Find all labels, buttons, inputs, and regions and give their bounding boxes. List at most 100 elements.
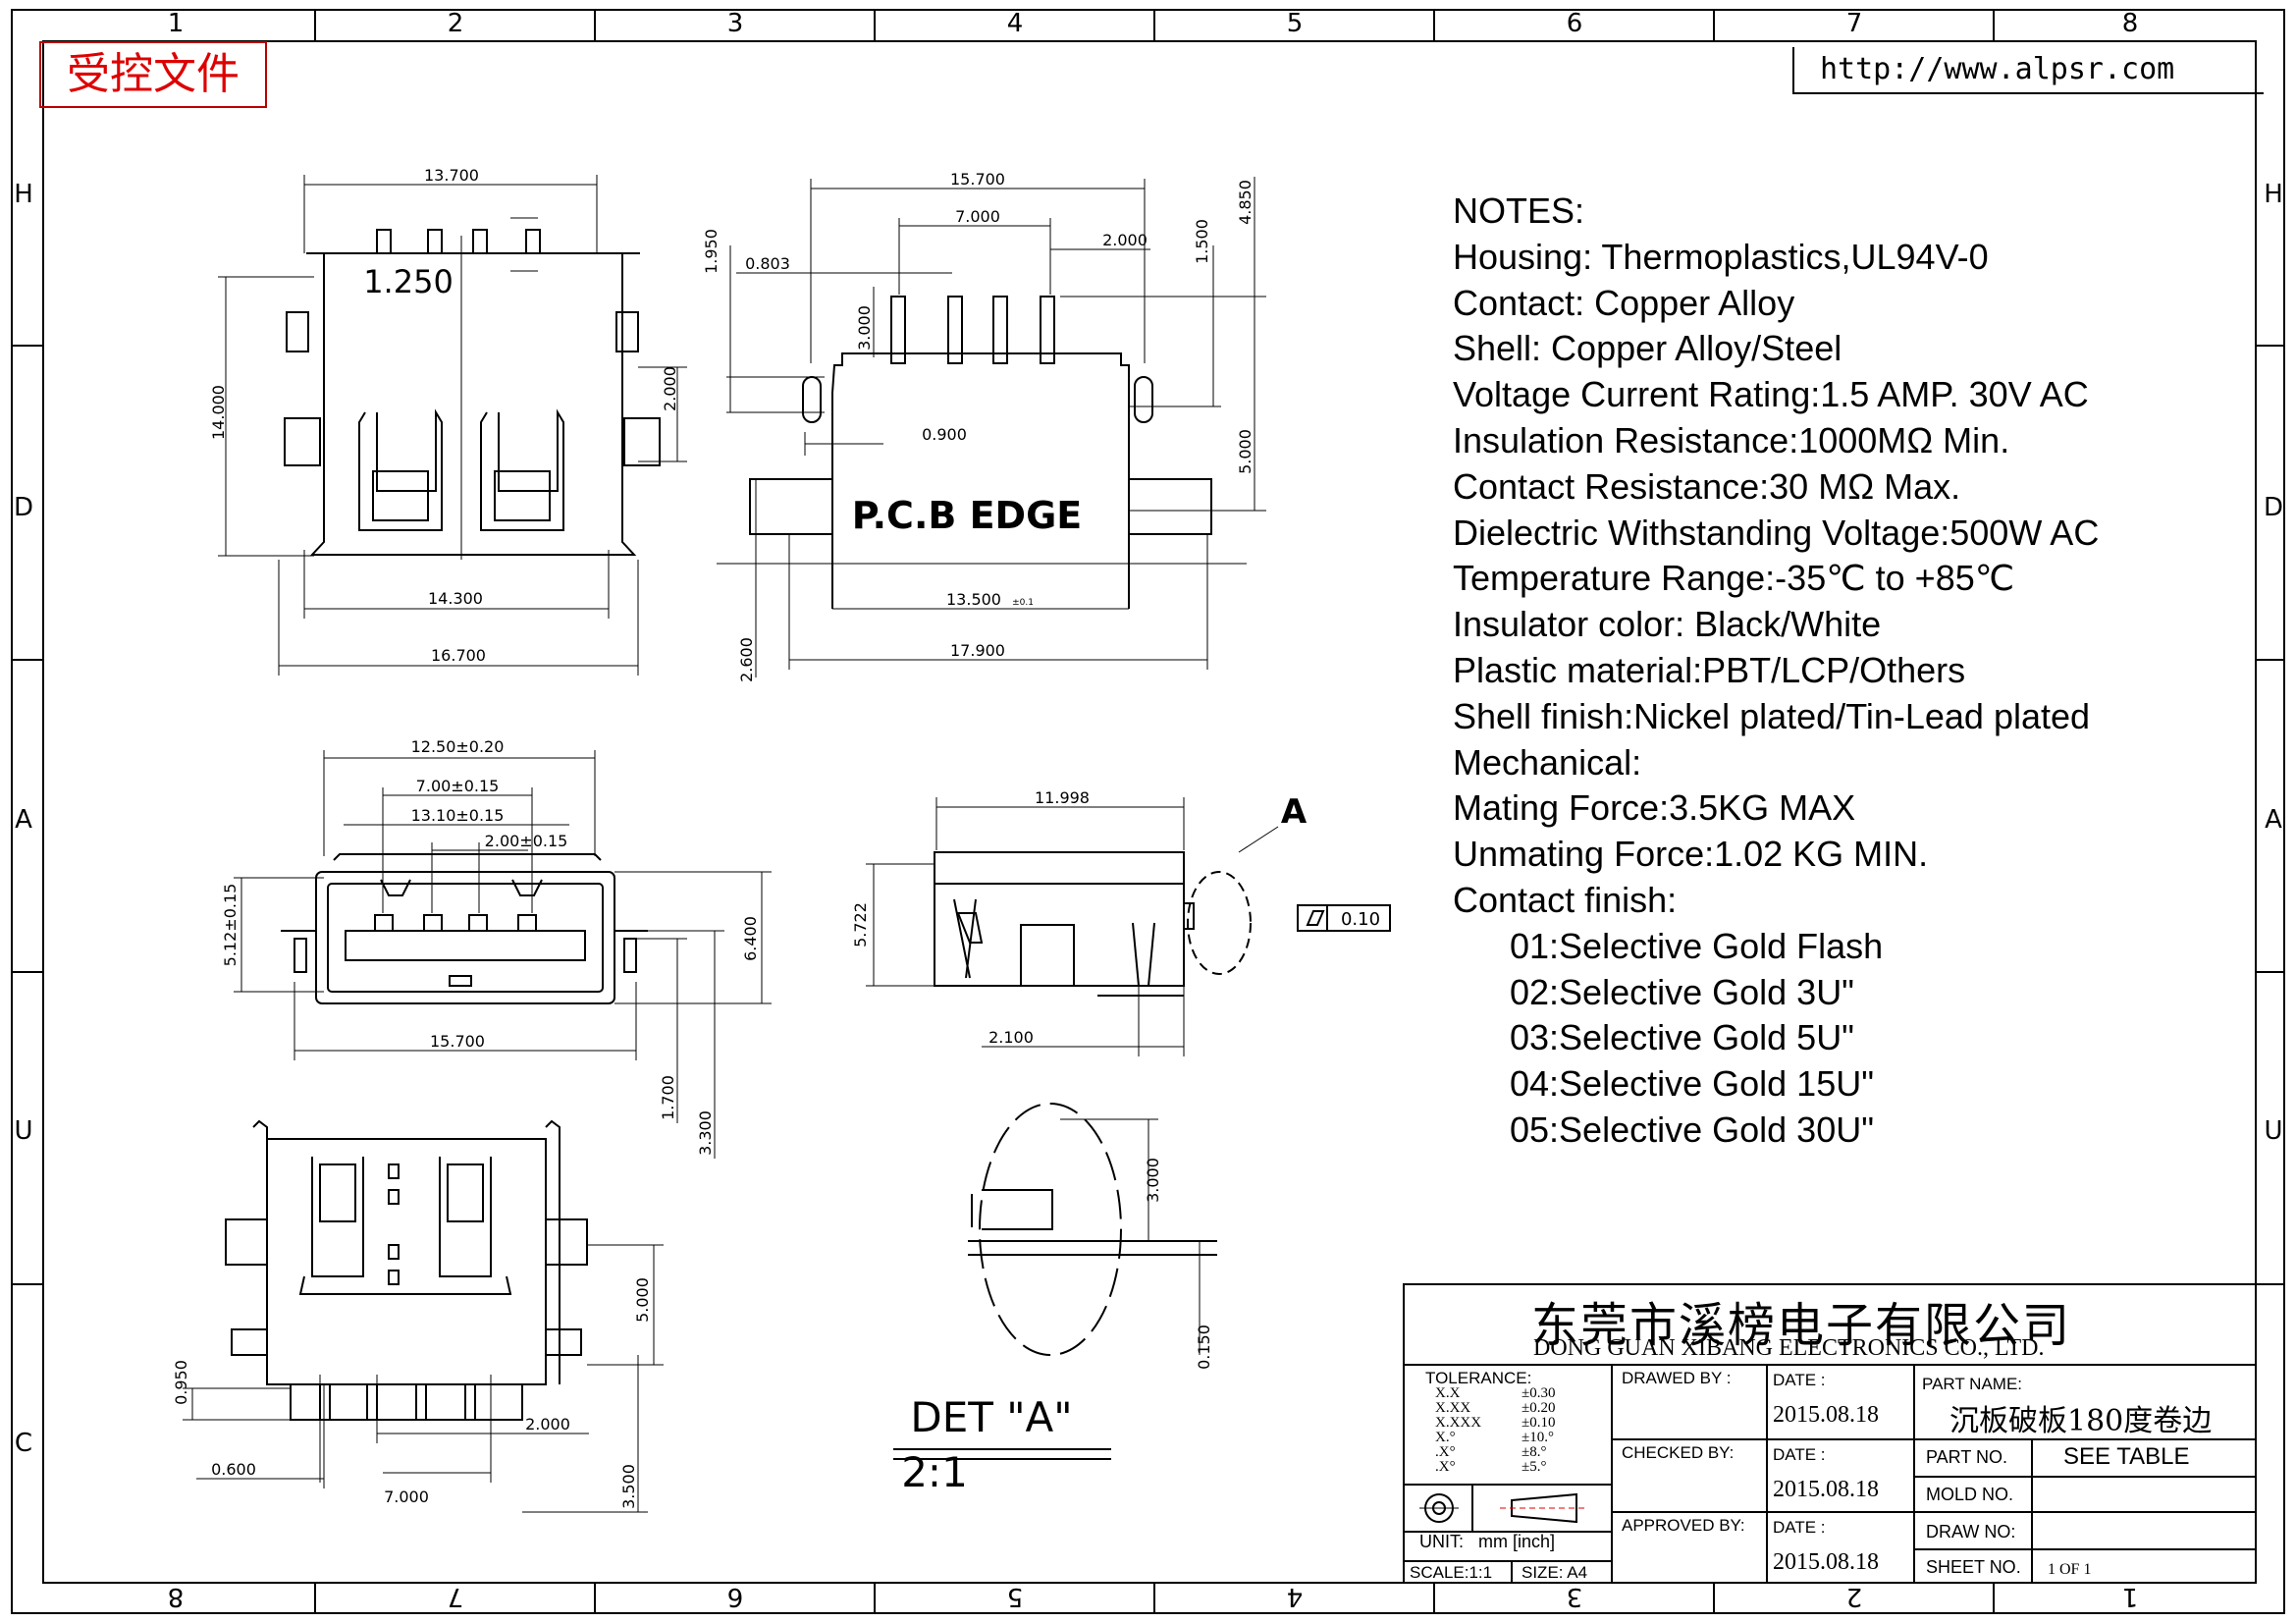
date-drawn: 2015.08.18: [1773, 1402, 1879, 1428]
dim-512-015: 5.12±0.15: [221, 884, 240, 967]
dim-2600: 2.600: [737, 637, 756, 682]
note-insulator-color: Insulator color: Black/White: [1453, 604, 1882, 645]
dim-2000-pcb: 2.000: [1102, 231, 1148, 249]
note-mating-force: Mating Force:3.5KG MAX: [1453, 787, 1856, 829]
unit-label: UNIT:: [1419, 1532, 1464, 1551]
tol-fmt-4: X.°: [1435, 1430, 1456, 1445]
side-view: [866, 797, 1391, 1056]
note-housing: Housing: Thermoplastics,UL94V-0: [1453, 236, 1989, 277]
tol-fmt-1: X.X: [1435, 1385, 1461, 1401]
zone-bottom-8: 8: [168, 1582, 185, 1611]
tol-val-1: ±0.30: [1522, 1385, 1556, 1401]
zone-left-U: U: [14, 1116, 32, 1146]
company-name-en: DONG GUAN XIBANG ELECTRONICS CO., LTD.: [1533, 1335, 2045, 1361]
dim-15700-front: 15.700: [430, 1032, 485, 1051]
inner-frame: [42, 40, 2257, 1584]
finish-option-01: 01:Selective Gold Flash: [1510, 925, 1884, 966]
dim-5722: 5.722: [851, 902, 870, 947]
approved-by-label: APPROVED BY:: [1622, 1516, 1745, 1535]
dim-14000: 14.000: [209, 385, 228, 440]
zone-bottom-7: 7: [448, 1582, 464, 1611]
dim-7000-bottom: 7.000: [384, 1488, 429, 1506]
zone-top-4: 4: [1007, 9, 1024, 38]
flatness-tolerance: 0.10: [1341, 909, 1380, 930]
zone-bottom-3: 3: [1567, 1582, 1583, 1611]
top-view-dims: 13.700 1.250 14.000 2.000 14.300 16.700: [209, 166, 679, 665]
zone-top-7: 7: [1846, 9, 1863, 38]
outer-frame: [11, 9, 2285, 1614]
tol-val-4: ±10.°: [1522, 1430, 1554, 1445]
scale-label: SCALE:1:1: [1410, 1563, 1493, 1582]
note-shell: Shell: Copper Alloy/Steel: [1453, 328, 1842, 369]
note-voltage-current: Voltage Current Rating:1.5 AMP. 30V AC: [1453, 374, 2089, 415]
dim-2000-bottom: 2.000: [525, 1415, 570, 1434]
size-label: SIZE: A4: [1522, 1563, 1588, 1582]
pcb-view-dims: 15.700 7.000 2.000 1.950 0.803 3.000 1.5…: [702, 170, 1255, 682]
zone-top-6: 6: [1567, 9, 1583, 38]
dim-0600: 0.600: [211, 1460, 256, 1479]
zone-bottom-4: 4: [1287, 1582, 1304, 1611]
part-no-label: PART NO.: [1926, 1447, 2008, 1467]
company-name-cn: 东莞市溪榜电子有限公司: [1531, 1298, 2072, 1353]
zone-right-A: A: [2265, 805, 2282, 835]
zone-top-1: 1: [168, 9, 185, 38]
side-view-dims: 11.998 5.722 2.100 A 0.10: [851, 788, 1380, 1047]
note-contact-finish: Contact finish:: [1453, 879, 1678, 920]
detail-title: DET "A": [910, 1393, 1072, 1441]
tol-fmt-3: X.XXX: [1435, 1415, 1482, 1431]
note-contact-resistance: Contact Resistance:30 MΩ Max.: [1453, 465, 1961, 507]
bottom-view-dims: 5.000 0.950 0.600 2.000 7.000 3.500: [172, 1277, 652, 1509]
company-url[interactable]: http://www.alpsr.com: [1792, 47, 2264, 94]
front-view-dims: 12.50±0.20 7.00±0.15 13.10±0.15 2.00±0.1…: [221, 737, 760, 1156]
checked-by-label: CHECKED BY:: [1622, 1443, 1735, 1462]
date-label-drawn: DATE :: [1773, 1371, 1826, 1389]
dim-1700: 1.700: [659, 1075, 677, 1120]
draw-no-label: DRAW NO:: [1926, 1522, 2016, 1542]
finish-option-02: 02:Selective Gold 3U": [1510, 971, 1854, 1012]
dim-0150: 0.150: [1195, 1325, 1213, 1370]
pcb-view: [717, 177, 1266, 677]
dim-4850: 4.850: [1236, 180, 1255, 225]
dim-3000-detail: 3.000: [1144, 1158, 1162, 1203]
dim-200-015: 2.00±0.15: [485, 832, 568, 850]
notes-block: NOTES: Housing: Thermoplastics,UL94V-0 C…: [1453, 189, 2258, 1154]
finish-option-03: 03:Selective Gold 5U": [1510, 1017, 1854, 1058]
controlled-document-stamp: 受控文件: [39, 41, 267, 108]
zone-right-U: U: [2264, 1116, 2282, 1146]
dim-3300: 3.300: [696, 1110, 715, 1156]
dim-700-015: 7.00±0.15: [416, 777, 500, 795]
date-checked: 2015.08.18: [1773, 1477, 1879, 1502]
date-label-approved: DATE :: [1773, 1518, 1826, 1537]
zone-bottom-5: 5: [1007, 1582, 1024, 1611]
detail-scale: 2:1: [901, 1448, 968, 1496]
note-insulation-resistance: Insulation Resistance:1000MΩ Min.: [1453, 419, 2010, 460]
date-label-checked: DATE :: [1773, 1445, 1826, 1464]
dim-14300: 14.300: [428, 589, 483, 608]
finish-option-05: 05:Selective Gold 30U": [1510, 1109, 1874, 1150]
dim-2000-top: 2.000: [661, 366, 679, 411]
zone-left-C: C: [15, 1429, 32, 1458]
dim-1250: 1.250: [363, 263, 454, 300]
note-shell-finish: Shell finish:Nickel plated/Tin-Lead plat…: [1453, 695, 2091, 736]
zone-left-H: H: [14, 180, 33, 209]
dim-17900: 17.900: [950, 641, 1005, 660]
part-name-value: 沉板破板180度卷边: [1949, 1404, 2213, 1438]
dim-13700: 13.700: [424, 166, 479, 185]
tol-val-2: ±0.20: [1522, 1400, 1556, 1416]
bottom-view: [183, 1119, 664, 1513]
dim-2100: 2.100: [988, 1028, 1034, 1047]
sheet-no-value: 1 OF 1: [2048, 1561, 2092, 1578]
dim-1310-015: 13.10±0.15: [411, 806, 505, 825]
dim-13500: 13.500: [946, 590, 1001, 609]
detail-a-view: [893, 1103, 1217, 1460]
part-name-label: PART NAME:: [1922, 1375, 2023, 1393]
note-temperature: Temperature Range:-35℃ to +85℃: [1453, 558, 2015, 599]
detail-callout-a: A: [1281, 792, 1308, 832]
finish-option-04: 04:Selective Gold 15U": [1510, 1063, 1874, 1105]
dim-5000-pcb: 5.000: [1236, 429, 1255, 474]
sheet-no-label: SHEET NO.: [1926, 1557, 2021, 1577]
note-plastic-material: Plastic material:PBT/LCP/Others: [1453, 649, 1966, 690]
note-contact: Contact: Copper Alloy: [1453, 282, 1795, 323]
date-approved: 2015.08.18: [1773, 1549, 1879, 1575]
